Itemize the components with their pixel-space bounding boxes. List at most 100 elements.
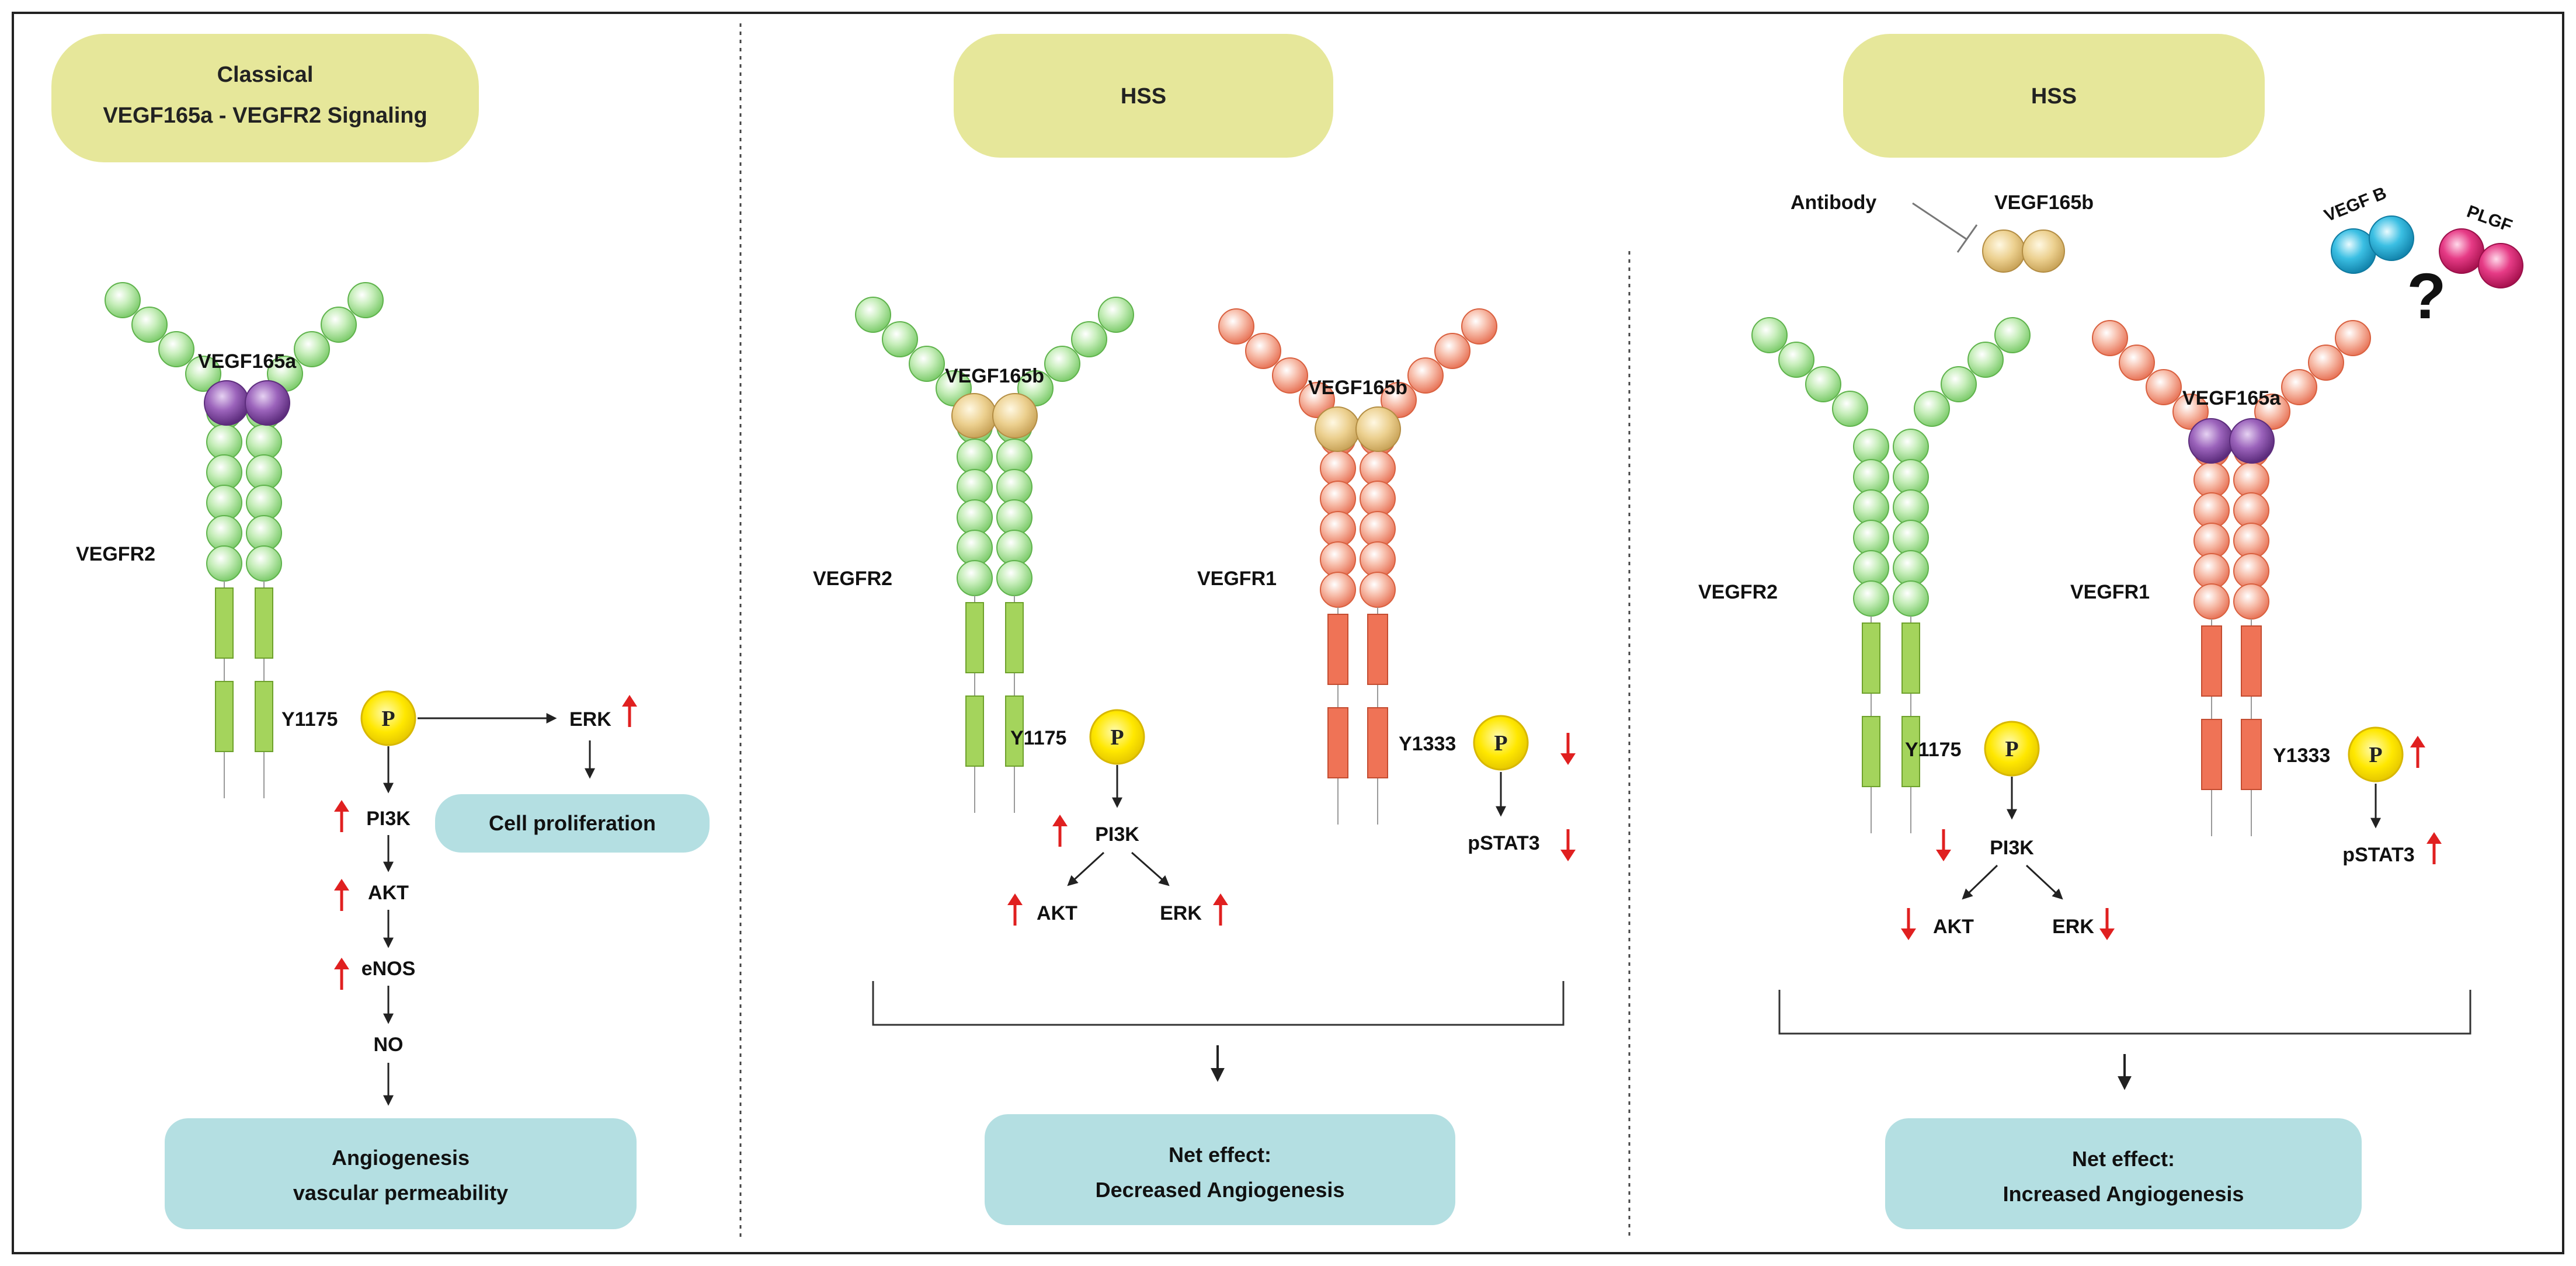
transmembrane-segment — [965, 602, 984, 673]
ligand-vegf165b-hss1-right — [1315, 406, 1401, 452]
receptor-bead — [957, 560, 993, 596]
phospho-label-hss1-left: P — [1110, 725, 1124, 750]
receptor-bead — [1832, 391, 1868, 427]
receptor-bead — [2254, 394, 2290, 430]
up-arrow-icon — [622, 695, 637, 727]
outcome-classical-line1: Angiogenesis — [332, 1146, 470, 1170]
receptor-bead — [1434, 333, 1470, 369]
akt-label-hss1: AKT — [1037, 902, 1077, 924]
up-arrow-icon — [1007, 893, 1023, 926]
pi3k-label-classical: PI3K — [366, 808, 411, 830]
figure-frame — [12, 12, 2564, 1254]
receptor-bead — [1360, 572, 1396, 608]
receptor-bead — [2146, 369, 2182, 405]
receptor-bead — [1941, 366, 1977, 402]
receptor-vegfr2-classical — [105, 282, 384, 798]
up-arrow-icon — [2426, 832, 2442, 864]
receptor-bead — [1751, 317, 1788, 353]
outcome-box-hss2 — [1885, 1118, 2362, 1229]
kinase-segment — [2201, 719, 2222, 790]
ligand-vegf165b-blocked — [1982, 229, 2065, 273]
ligand-label-hss2-right: VEGF165a — [2182, 387, 2281, 409]
phospho-label-hss1-right: P — [1494, 731, 1507, 756]
ligand-vegf165b-hss1-left — [951, 393, 1038, 439]
down-arrow-icon — [1901, 908, 1916, 940]
up-arrow-icon — [334, 879, 349, 911]
ligand-plgf — [2439, 228, 2523, 288]
blocked-ligand-label: VEGF165b — [1994, 192, 2094, 214]
receptor-bead — [1778, 342, 1814, 378]
transmembrane-segment — [255, 587, 273, 659]
down-arrow-icon — [1560, 829, 1576, 861]
up-arrow-icon — [2410, 736, 2425, 768]
kinase-segment — [1367, 707, 1388, 778]
panel-hss-decreased: HSS VEGF165b VEGFR2 Y1175 P PI3K AKT ERK… — [813, 34, 1576, 1225]
transmembrane-segment — [2201, 625, 2222, 697]
akt-label-hss2: AKT — [1933, 916, 1974, 938]
outcome-hss2-line1: Net effect: — [2072, 1147, 2175, 1171]
receptor-bead — [1381, 382, 1417, 418]
receptor-bead — [2281, 369, 2317, 405]
header-box-hss-2 — [1843, 34, 2265, 158]
cell-proliferation-box — [435, 794, 710, 853]
receptor-bead — [2092, 320, 2128, 356]
header-box-classical — [51, 34, 479, 162]
header-classical-line2: VEGF165a - VEGFR2 Signaling — [103, 103, 427, 128]
outcome-box-hss1 — [985, 1114, 1455, 1225]
receptor-bead — [1320, 572, 1356, 608]
receptor-bead — [1299, 382, 1335, 418]
receptor-vegfr2-hss2 — [1751, 317, 2031, 833]
phospho-label-hss2-left: P — [2005, 737, 2018, 761]
up-arrow-icon — [334, 958, 349, 990]
transmembrane-segment — [1327, 614, 1348, 685]
plgf-label: PLGF — [2464, 202, 2515, 236]
receptor-label-hss1-left: VEGFR2 — [813, 568, 892, 590]
receptor-bead — [347, 282, 384, 318]
bracket-hss1 — [872, 981, 1565, 1026]
phospho-icon-hss2-right — [2348, 726, 2404, 782]
phospho-icon-hss1-left — [1089, 709, 1145, 765]
receptor-bead — [158, 331, 194, 367]
transmembrane-segment — [1005, 602, 1024, 673]
receptor-bead — [2119, 345, 2155, 381]
question-mark-icon: ? — [2407, 260, 2446, 332]
receptor-bead — [185, 356, 221, 392]
erk-label-hss2: ERK — [2052, 916, 2094, 938]
receptor-bead — [1967, 342, 2004, 378]
erk-label-classical: ERK — [569, 708, 611, 731]
receptor-bead — [321, 307, 357, 343]
ligand-label-hss1-left: VEGF165b — [945, 365, 1044, 387]
receptor-bead — [996, 560, 1033, 596]
receptor-bead — [1805, 366, 1841, 402]
receptor-bead — [105, 282, 141, 318]
antibody-label: Antibody — [1791, 192, 1876, 214]
receptor-bead — [855, 297, 891, 333]
receptor-label-hss2-right: VEGFR1 — [2070, 581, 2150, 603]
receptor-bead — [294, 331, 330, 367]
phospho-label-classical: P — [381, 707, 395, 731]
down-arrow-icon — [1560, 733, 1576, 765]
ligand-label-hss1-right: VEGF165b — [1308, 377, 1407, 399]
transmembrane-segment — [1862, 622, 1880, 694]
receptor-bead — [1853, 580, 1889, 617]
receptor-bead — [1044, 346, 1080, 382]
panel-hss-increased: HSS Antibody VEGF165b VEGF B PLGF ? VEGF… — [1698, 34, 2523, 1229]
kinase-segment — [965, 695, 984, 767]
site-label-hss1-left: Y1175 — [1010, 727, 1066, 749]
receptor-bead — [909, 346, 945, 382]
receptor-bead — [2308, 345, 2344, 381]
receptor-bead — [1071, 321, 1107, 357]
site-label-classical: Y1175 — [281, 708, 338, 731]
up-arrow-icon — [334, 800, 349, 832]
kinase-segment — [255, 681, 273, 752]
ligand-label-classical: VEGF165a — [198, 350, 297, 373]
receptor-label-classical: VEGFR2 — [76, 543, 155, 565]
erk-label-hss1: ERK — [1160, 902, 1202, 924]
outcome-hss1-line1: Net effect: — [1169, 1143, 1271, 1167]
site-label-hss1-right: Y1333 — [1399, 733, 1456, 755]
receptor-bead — [1461, 308, 1497, 345]
receptor-bead — [1272, 357, 1308, 394]
receptor-bead — [206, 545, 242, 582]
receptor-bead — [246, 545, 282, 582]
